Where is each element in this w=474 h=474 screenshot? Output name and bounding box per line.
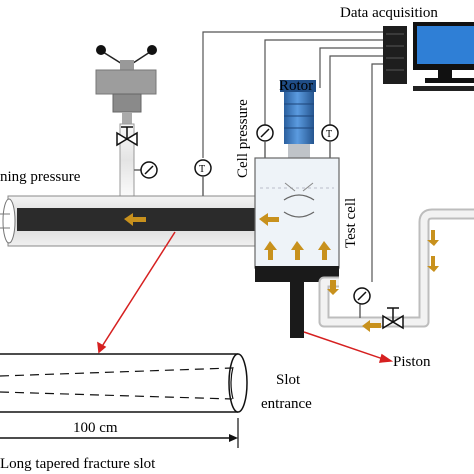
slot-temperature-gauge-icon: T — [194, 159, 212, 196]
svg-text:T: T — [199, 164, 205, 175]
return-pressure-gauge-icon — [353, 287, 371, 318]
slot-flow-arrow — [124, 213, 146, 226]
cell-flow-arrows — [259, 213, 331, 260]
data-acquisition-box-icon — [383, 26, 407, 84]
pressure-pump — [95, 45, 157, 124]
confining-pressure-label: ning pressure — [0, 169, 81, 185]
piston — [255, 266, 339, 338]
return-valve-icon — [382, 307, 404, 330]
bowtie-valve-icon — [116, 126, 138, 147]
desktop-computer-icon — [413, 22, 474, 91]
data-acquisition-label: Data acquisition — [340, 5, 438, 21]
svg-text:T: T — [326, 129, 332, 140]
slot-entrance-label-line2: entrance — [261, 396, 312, 412]
cell-pressure-label: Cell pressure — [235, 99, 251, 178]
cell-temperature-gauge-icon: T — [321, 124, 339, 158]
test-cell-label: Test cell — [343, 198, 359, 248]
slot-length-label: 100 cm — [73, 420, 118, 436]
fracture-slot-caption: Long tapered fracture slot — [0, 456, 156, 472]
fracture-slot-detail — [0, 353, 248, 448]
signal-wires — [202, 31, 384, 282]
confining-pressure-gauge-icon — [134, 161, 158, 179]
callout-pointers — [97, 231, 394, 363]
piston-label: Piston — [393, 354, 431, 370]
cell-pressure-gauge-icon — [256, 124, 274, 158]
slot-entrance-label-line1: Slot — [276, 372, 301, 388]
rotor-label: Rotor — [279, 78, 313, 94]
return-flow-arrows — [327, 230, 439, 332]
return-tubing — [318, 208, 474, 328]
